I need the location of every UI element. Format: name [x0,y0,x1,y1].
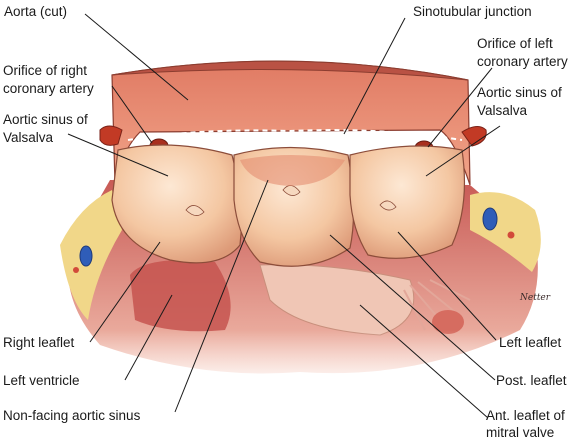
label-aorta-cut: Aorta (cut) [4,4,67,19]
label-sinus-valsalva-right-line2: Valsalva [477,103,528,118]
left-leaflet [349,145,466,259]
left-coronary-stub [461,126,487,147]
sinotubular-junction-line [127,129,463,141]
label-right-leaflet: Right leaflet [3,335,75,350]
papillary-muscle [432,310,464,334]
vessel-right-small [507,231,515,239]
artist-signature: Netter [519,293,551,303]
label-orifice-left-line1: Orifice of left [477,36,553,51]
label-ant-leaflet-line2: mitral valve [486,425,554,440]
label-sinus-valsalva-right-line1: Aortic sinus of [477,85,562,100]
vessel-left-small [73,267,79,273]
label-left-leaflet: Left leaflet [499,335,562,350]
coronary-vein-right [482,207,498,231]
label-non-facing-sinus: Non-facing aortic sinus [3,408,141,423]
leaflet-nodules [185,185,397,216]
right-coronary-stub [99,125,123,146]
sinus-shading [240,155,345,186]
label-ant-leaflet-line1: Ant. leaflet of [486,408,565,423]
label-left-ventricle: Left ventricle [3,373,80,388]
bottom-fade [0,330,580,390]
coronary-vein-left [79,245,93,267]
right-leaflet [111,144,242,264]
leader-lines [67,13,501,419]
label-orifice-left-line2: coronary artery [477,54,568,69]
label-orifice-right-line2: coronary artery [3,81,94,96]
label-orifice-right-line1: Orifice of right [3,63,87,78]
left-ventricle-cavity [130,260,231,332]
label-sinus-valsalva-left-line2: Valsalva [3,130,54,145]
aorta-cut-rim [111,60,469,81]
label-sinus-valsalva-left-line1: Aortic sinus of [3,112,88,127]
label-post-leaflet: Post. leaflet [496,373,567,388]
label-sinotubular-junction: Sinotubular junction [413,4,532,19]
mitral-anterior-leaflet [259,264,415,336]
